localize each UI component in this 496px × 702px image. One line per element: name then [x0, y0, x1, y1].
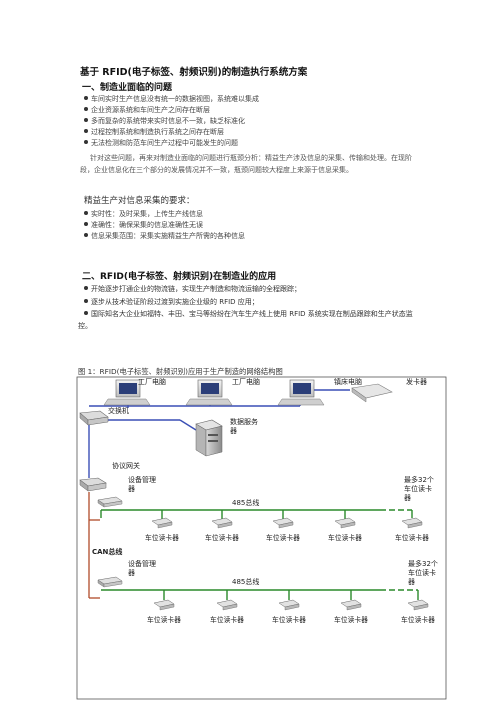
- figure-caption: 图 1：RFID(电子标签、射频识别)应用于生产制造的网络结构图: [78, 367, 283, 376]
- card-reader-icon: [151, 517, 173, 529]
- card-reader-icon: [272, 517, 294, 529]
- label-device-manager-2b: 器: [128, 569, 135, 577]
- label-reader: 车位读卡器: [205, 533, 239, 542]
- label-can-bus: CAN总线: [92, 547, 122, 556]
- label-switch: 交换机: [108, 406, 129, 415]
- list-item: 实时性：及时采集，上传生产线信息: [84, 209, 203, 219]
- card-reader-icon: [211, 517, 233, 529]
- label-max-readers-2a: 最多32个: [408, 559, 438, 568]
- bullet-icon: [84, 129, 88, 133]
- label-reader: 车位读卡器: [266, 533, 300, 542]
- label-max-readers-1c: 器: [404, 494, 411, 502]
- list-item: 准确性：确保采集的信息准确性无误: [84, 220, 203, 230]
- label-reader: 车位读卡器: [401, 615, 435, 624]
- list-item: 信息采集范围：采集实施精益生产所需的各种信息: [84, 231, 245, 241]
- card-reader-icon: [153, 599, 175, 611]
- bullet-icon: [84, 286, 88, 290]
- list-item: 逐步从技术验证阶段过渡到实施企业级的 RFID 应用；: [84, 297, 259, 307]
- section1-subheading: 精益生产对信息采集的要求：: [84, 196, 195, 206]
- card-issuer-icon: [351, 383, 393, 403]
- section1-heading: 一、制造业面临的问题: [82, 83, 173, 93]
- device-manager-icon: [97, 496, 123, 508]
- server-icon: [195, 419, 223, 457]
- label-factory-pc-1: 工厂电脑: [138, 377, 166, 386]
- list-item: 开始逐步打通企业的物流链，实现生产制造和物流运输的全程跟踪；: [84, 284, 301, 294]
- label-card-issuer: 发卡器: [406, 377, 427, 386]
- label-db-server-2: 器: [230, 427, 237, 435]
- bullet-icon: [84, 233, 88, 237]
- bullet-icon: [84, 222, 88, 226]
- list-item: 无法检测和防范车间生产过程中可能发生的问题: [84, 138, 238, 148]
- label-reader: 车位读卡器: [272, 615, 306, 624]
- bullet-icon: [84, 96, 88, 100]
- card-reader-icon: [401, 517, 423, 529]
- computer-icon: [185, 379, 233, 406]
- label-max-readers-1a: 最多32个: [404, 475, 434, 484]
- bullet-icon: [84, 211, 88, 215]
- card-reader-icon: [334, 517, 356, 529]
- label-max-readers-2c: 器: [408, 578, 415, 586]
- card-reader-icon: [407, 599, 429, 611]
- card-reader-icon: [278, 599, 300, 611]
- document-title: 基于 RFID(电子标签、射频识别)的制造执行系统方案: [80, 67, 308, 78]
- list-item: 企业资源系统和车间生产之间存在断层: [84, 105, 210, 115]
- label-device-manager-1a: 设备管理: [128, 475, 156, 484]
- label-device-manager-1b: 器: [128, 485, 135, 493]
- computer-icon: [277, 379, 325, 406]
- label-lathe-pc: 镇床电脑: [334, 377, 362, 386]
- device-manager-icon: [97, 576, 123, 588]
- label-device-manager-2a: 设备管理: [128, 559, 156, 568]
- label-max-readers-2b: 车位读卡: [408, 568, 436, 577]
- label-reader: 车位读卡器: [147, 615, 181, 624]
- computer-icon: [103, 379, 151, 406]
- bullet-icon: [84, 140, 88, 144]
- label-db-server-1: 数据服务: [230, 417, 258, 426]
- can-lines: [88, 492, 100, 599]
- list-item: 过程控制系统和制造执行系统之间存在断层: [84, 127, 224, 137]
- card-reader-icon: [340, 599, 362, 611]
- bullet-icon: [84, 107, 88, 111]
- gateway-icon: [79, 477, 107, 492]
- bus485-lines: [100, 509, 419, 600]
- label-bus485-1: 485总线: [232, 498, 259, 507]
- section2-heading: 二、RFID(电子标签、射频识别)在制造业的应用: [82, 272, 277, 282]
- bullet-icon: [84, 118, 88, 122]
- list-item: 多而复杂的系统带来实时信息不一致，缺乏标准化: [84, 116, 245, 126]
- label-reader: 车位读卡器: [328, 533, 362, 542]
- label-reader: 车位读卡器: [334, 615, 368, 624]
- diagram-border: [76, 376, 447, 700]
- card-reader-icon: [216, 599, 238, 611]
- list-item: 车间实时生产信息没有统一的数据视图，系统难以集成: [84, 94, 259, 104]
- list-item: 国际知名大企业如福特、丰田、宝马等纷纷在汽车生产线上使用 RFID 系统实现在制…: [78, 310, 413, 330]
- label-bus485-2: 485总线: [232, 577, 259, 586]
- label-reader: 车位读卡器: [210, 615, 244, 624]
- switch-icon: [79, 410, 109, 426]
- label-reader: 车位读卡器: [395, 533, 429, 542]
- label-factory-pc-2: 工厂电脑: [232, 377, 260, 386]
- label-gateway: 协议网关: [112, 461, 140, 470]
- bullet-icon: [84, 311, 88, 315]
- label-max-readers-1b: 车位读卡: [404, 484, 432, 493]
- bullet-icon: [84, 299, 88, 303]
- label-reader: 车位读卡器: [145, 533, 179, 542]
- section1-paragraph: 针对这些问题，再来对制造业面临的问题进行瓶颈分析：精益生产涉及信息的采集、传输和…: [80, 154, 412, 174]
